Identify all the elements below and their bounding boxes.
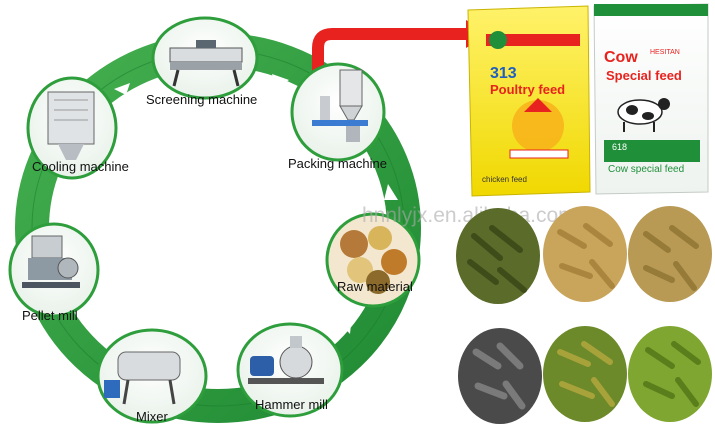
label-hammer-mill: Hammer mill: [255, 397, 328, 412]
label-screening-machine: Screening machine: [146, 92, 257, 107]
label-mixer: Mixer: [136, 409, 168, 424]
pellet-sample-4: [458, 328, 542, 424]
arrow-up-icon: [84, 314, 97, 330]
pellet-sample-3: [628, 206, 712, 302]
pellet-sample-6: [628, 326, 712, 422]
label-pellet-mill: Pellet mill: [22, 308, 78, 323]
pellet-sample-5: [543, 326, 627, 422]
stage-pellet-mill: [10, 224, 98, 316]
arrow-down-icon: [339, 315, 352, 334]
pellet-sample-1: [456, 208, 540, 304]
label-raw-material: Raw material: [337, 279, 413, 294]
cow-feed-bag: HESITAN Cow Special feed 618 Cow special…: [594, 4, 708, 194]
cow-title-line2: Special feed: [606, 68, 682, 83]
poultry-footer: chicken feed: [482, 175, 527, 184]
poultry-name: Poultry feed: [490, 82, 565, 97]
arrow-left-icon: [206, 374, 224, 386]
cow-footer: Cow special feed: [608, 164, 684, 175]
poultry-code: 313: [490, 65, 517, 82]
label-cooling-machine: Cooling machine: [32, 159, 129, 174]
poultry-feed-bag: 313 Poultry feed chicken feed: [468, 6, 590, 196]
cow-code: 618: [612, 142, 627, 152]
cow-title-line1: Cow: [604, 49, 638, 66]
pellet-samples: [456, 206, 712, 424]
cow-brand: HESITAN: [650, 49, 680, 56]
label-packing-machine: Packing machine: [288, 156, 387, 171]
stage-packing-machine: [292, 64, 384, 160]
pellet-sample-2: [543, 206, 627, 302]
arrow-up-icon: [56, 194, 68, 210]
stage-screening-machine: [153, 18, 257, 98]
